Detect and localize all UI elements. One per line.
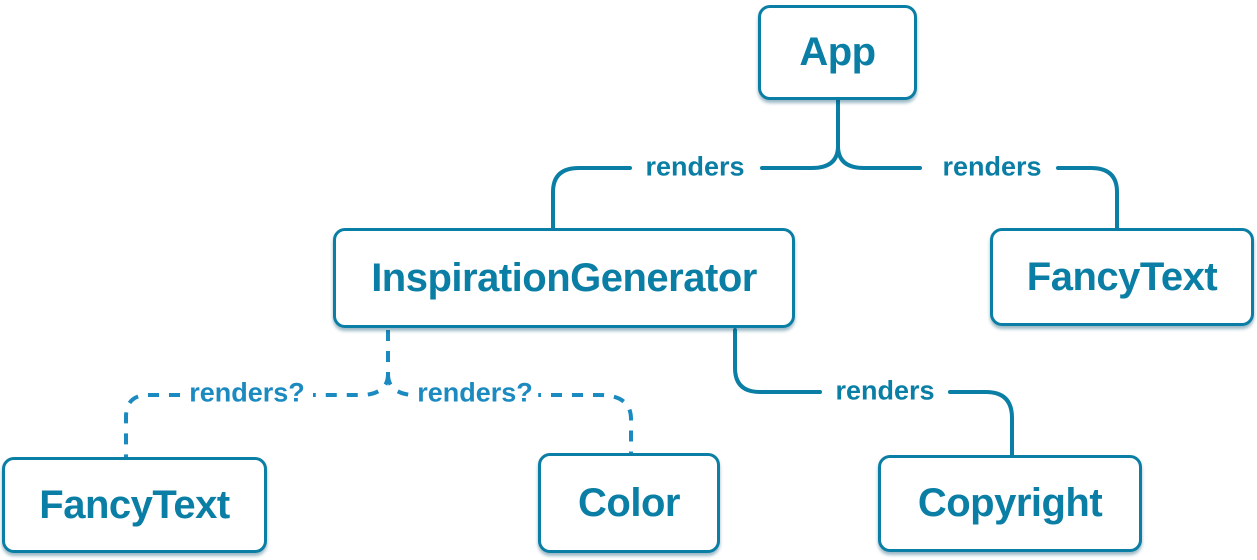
- edge-inspiration-copyright-down: [948, 390, 1014, 457]
- node-fancy-text-top: FancyText: [990, 228, 1254, 326]
- node-copyright: Copyright: [878, 455, 1142, 552]
- edge-inspiration-copyright-left: [733, 328, 822, 394]
- node-color: Color: [538, 453, 720, 553]
- node-fancy-text-bottom: FancyText: [2, 457, 267, 553]
- edge-app-fancytext-right: [836, 144, 922, 170]
- edge-app-inspiration-down: [551, 166, 632, 230]
- edge-label-renders-inspiration-copyright: renders: [830, 377, 940, 405]
- edge-label-renders-inspiration-color: renders?: [412, 379, 538, 407]
- edge-app-inspiration-left: [760, 144, 840, 170]
- edge-label-renders-app-inspiration: renders: [640, 153, 750, 181]
- node-app: App: [758, 5, 917, 100]
- edge-label-renders-inspiration-fancytext: renders?: [184, 379, 310, 407]
- node-inspiration-generator: InspirationGenerator: [333, 228, 795, 328]
- edge-inspiration-color-branch: [386, 373, 421, 397]
- edge-inspiration-color-down: [530, 393, 633, 453]
- edge-inspiration-fancytext-down: [124, 393, 180, 457]
- edge-label-renders-app-fancytext: renders: [937, 153, 1047, 181]
- edge-app-fancytext-down: [1056, 166, 1119, 230]
- edge-inspiration-fancytext-branch: [313, 373, 390, 397]
